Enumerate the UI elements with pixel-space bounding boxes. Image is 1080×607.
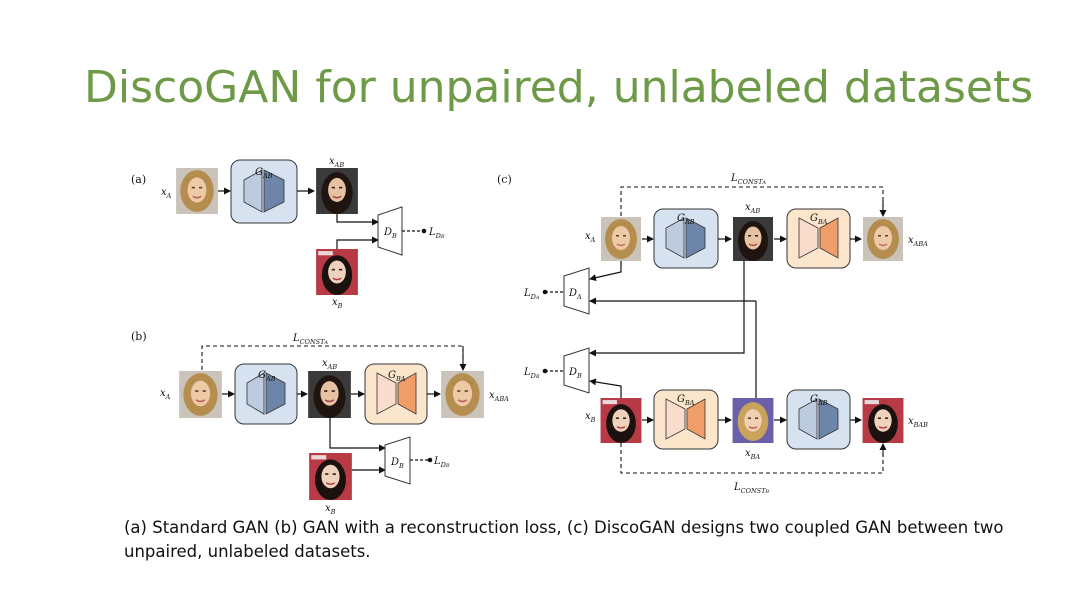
svg-text:DB: DB [383, 227, 397, 240]
panel-a-arrow [336, 236, 379, 249]
panel-a-xab-image [316, 168, 358, 214]
panel-c-xbab-image [862, 398, 904, 443]
panel-b-loss-dot [427, 457, 433, 463]
panel-b-xab-image [308, 371, 351, 418]
svg-text:GBA: GBA [388, 370, 406, 383]
panel-b-generator-ab: GAB [234, 363, 298, 425]
panel-b-xab-label: xAB [322, 358, 337, 371]
panel-c-discriminator-b: DB [563, 347, 590, 394]
panel-c-loss-a-label: LDA [523, 288, 540, 301]
panel-b-label: (b) [131, 330, 147, 343]
panel-c-loss-b-label: LDB [523, 367, 540, 380]
panel-c-loss-a-dot [542, 289, 548, 295]
panel-c-const-a-label: LCONSTA [730, 173, 766, 186]
panel-c-discriminator-a: DA [563, 267, 590, 315]
panel-a-xb-image [316, 249, 358, 295]
panel-c-xbab-label: xBAB [908, 416, 928, 429]
svg-text:GBA: GBA [677, 394, 695, 407]
panel-c-xab-image [732, 217, 774, 261]
panel-b-xb-label: xB [325, 503, 336, 516]
panel-c-const-b-label: LCONSTB [733, 482, 769, 495]
panel-c-generator-ab-top: GAB [653, 208, 719, 269]
panel-b-arrow [329, 418, 386, 452]
panel-a-loss-dot [421, 228, 427, 234]
panel-b-loss-label: LDB [433, 456, 450, 469]
panel-c-xba-image [732, 398, 774, 443]
svg-text:GAB: GAB [810, 394, 828, 407]
panel-b-xa-image [179, 371, 222, 418]
svg-text:GAB: GAB [677, 213, 695, 226]
panel-b-discriminator-b: DB [384, 436, 411, 485]
svg-text:GAB: GAB [255, 167, 273, 180]
svg-text:DA: DA [568, 288, 582, 301]
svg-text:GAB: GAB [258, 370, 276, 383]
panel-c-xa-label: xA [585, 231, 596, 244]
panel-c-arrow [589, 378, 622, 398]
panel-c-generator-ab-bottom: GAB [786, 389, 851, 450]
svg-text:DB: DB [568, 367, 582, 380]
panel-c-arrow [589, 261, 622, 282]
panel-b-generator-ba: GBA [364, 363, 428, 425]
panel-c-xaba-label: xABA [908, 235, 928, 248]
panel-c-loss-b-dot [542, 368, 548, 374]
panel-c-xb-label: xB [585, 411, 596, 424]
slide-title: DiscoGAN for unpaired, unlabeled dataset… [84, 62, 1034, 113]
svg-text:GBA: GBA [810, 213, 828, 226]
panel-a-xab-label: xAB [329, 156, 344, 169]
panel-a-arrow [336, 214, 379, 226]
panel-b-xa-label: xA [160, 388, 171, 401]
panel-b-xb-image [309, 453, 352, 500]
panel-a-loss-label: LDB [428, 227, 445, 240]
panel-a-xa-image [176, 168, 218, 214]
panel-c-const-b-line [620, 443, 884, 474]
panel-b-xaba-label: xABA [489, 390, 509, 403]
panel-c-xb-image [600, 398, 642, 443]
panel-c-generator-ba-top: GBA [786, 208, 851, 269]
panel-c-generator-ba-bottom: GBA [653, 389, 719, 450]
svg-text:DB: DB [390, 457, 404, 470]
panel-c-arrow [589, 261, 745, 357]
panel-a-generator-ab: GAB [230, 159, 298, 224]
panel-a-xb-label: xB [332, 297, 343, 310]
panel-b-xaba-image [441, 371, 484, 418]
panel-b-const-loss-label: LCONSTA [292, 333, 328, 346]
panel-a-discriminator-b: DB [377, 206, 403, 256]
figure-caption: (a) Standard GAN (b) GAN with a reconstr… [124, 518, 1004, 561]
panel-c-xba-label: xBA [745, 448, 760, 461]
panel-c-xa-image [600, 217, 642, 261]
panel-a-label: (a) [131, 173, 146, 186]
panel-a-xa-label: xA [161, 187, 172, 200]
panel-c-xaba-image [862, 217, 904, 261]
panel-c-label: (c) [497, 173, 512, 186]
panel-c-xab-label: xAB [745, 202, 760, 215]
